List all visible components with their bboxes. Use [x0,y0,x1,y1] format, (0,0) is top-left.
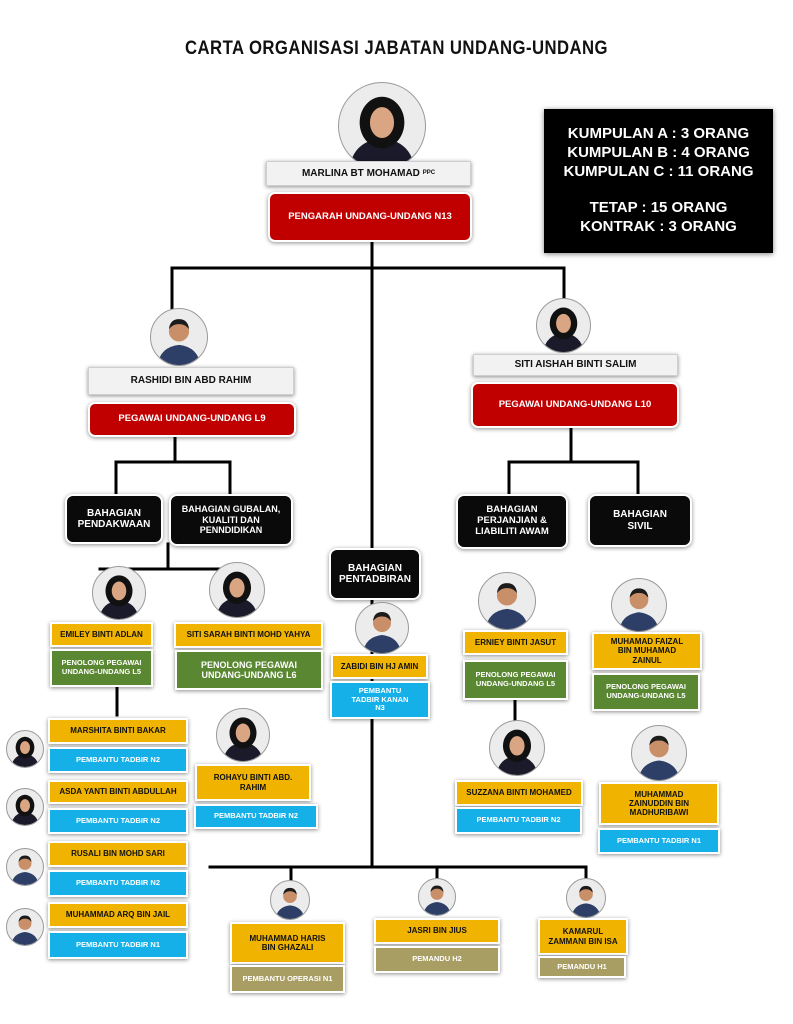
person-silhouette-icon [223,717,263,761]
kamarul-name: KAMARUL ZAMMANI BIN ISA [538,918,628,955]
left-officer-name: RASHIDI BIN ABD RAHIM [88,367,294,395]
person-silhouette-icon [11,915,39,945]
person-silhouette-icon [99,575,139,619]
avatar-erniey [478,572,536,630]
director-name-text: MARLINA BT MOHAMAD [301,167,420,179]
person-silhouette-icon [157,319,201,365]
division-perjanjian: BAHAGIAN PERJANJIAN & LIABILITI AWAM [456,494,568,549]
person-silhouette-icon [11,855,39,885]
avatar-sitisarah [209,562,265,618]
avatar-right-officer [536,298,591,353]
kamarul-position: PEMANDU H1 [538,956,626,978]
stat-kontrak: KONTRAK : 3 ORANG [580,218,737,236]
person-silhouette-icon [216,571,258,617]
avatar-kamarul [566,878,606,918]
person-silhouette-icon [496,729,538,775]
avatar-arq [6,908,44,946]
jasri-name: JASRI BIN JIUS [374,918,500,944]
person-silhouette-icon [11,736,39,767]
haris-name: MUHAMMAD HARIS BIN GHAZALI [230,922,345,964]
avatar-faizal [611,578,667,632]
right-officer-name: SITI AISHAH BINTI SALIM [473,354,678,376]
person-silhouette-icon [619,588,659,631]
zabidi-position: PEMBANTU TADBIR KANAN N3 [330,681,430,719]
rohayu-name: ROHAYU BINTI ABD. RAHIM [195,764,311,801]
jasri-position: PEMANDU H2 [374,946,500,973]
zabidi-name: ZABIDI BIN HJ AMIN [331,654,428,679]
division-sivil: BAHAGIAN SIVIL [588,494,692,547]
division-pendakwaan: BAHAGIAN PENDAKWAAN [65,494,163,544]
division-gubalan: BAHAGIAN GUBALAN, KUALITI DAN PENNDIDIKA… [169,494,293,546]
asda-name: ASDA YANTI BINTI ABDULLAH [48,780,188,804]
avatar-suzzana [489,720,545,776]
marshita-name: MARSHITA BINTI BAKAR [48,718,188,744]
rohayu-position: PEMBANTU TADBIR N2 [194,804,318,829]
director-position: PENGARAH UNDANG-UNDANG N13 [268,192,472,242]
person-silhouette-icon [363,612,401,653]
sitisarah-position: PENOLONG PEGAWAI UNDANG-UNDANG L6 [175,650,323,690]
faizal-position: PENOLONG PEGAWAI UNDANG-UNDANG L5 [592,673,700,711]
person-silhouette-icon [485,583,529,629]
avatar-jasri [418,878,456,916]
director-name: MARLINA BT MOHAMAD PPC [266,161,471,186]
avatar-zainuddin [631,725,687,781]
person-silhouette-icon [638,735,680,780]
person-silhouette-icon [571,885,601,917]
emiley-position: PENOLONG PEGAWAI UNDANG-UNDANG L5 [50,649,153,687]
arq-name: MUHAMMAD ARQ BIN JAIL [48,902,188,928]
stat-kumpulan-c: KUMPULAN C : 11 ORANG [563,162,754,180]
erniey-name: ERNIEY BINTI JASUT [463,630,568,655]
stat-kumpulan-a: KUMPULAN A : 3 ORANG [567,125,750,143]
zainuddin-position: PEMBANTU TADBIR N1 [598,828,720,854]
suzzana-position: PEMBANTU TADBIR N2 [455,807,582,834]
stat-tetap: TETAP : 15 ORANG [589,199,728,217]
staff-summary-panel: KUMPULAN A : 3 ORANG KUMPULAN B : 4 ORAN… [544,109,773,253]
avatar-rusali [6,848,44,886]
avatar-marshita [6,730,44,768]
avatar-emiley [92,566,146,620]
rusali-name: RUSALI BIN MOHD SARI [48,841,188,867]
emiley-name: EMILEY BINTI ADLAN [50,622,153,647]
left-officer-position: PEGAWAI UNDANG-UNDANG L9 [88,402,296,437]
suzzana-name: SUZZANA BINTI MOHAMED [455,780,583,806]
faizal-name: MUHAMAD FAIZAL BIN MUHAMAD ZAINUL [592,632,702,670]
director-suffix: PPC [422,170,436,177]
avatar-director [338,82,426,170]
erniey-position: PENOLONG PEGAWAI UNDANG-UNDANG L5 [463,660,568,700]
haris-position: PEMBANTU OPERASI N1 [230,965,345,993]
avatar-haris [270,880,310,920]
asda-position: PEMBANTU TADBIR N2 [48,808,188,834]
right-officer-position: PEGAWAI UNDANG-UNDANG L10 [471,382,679,428]
avatar-asda [6,788,44,826]
division-pentadbiran: BAHAGIAN PENTADBIRAN [329,548,421,600]
arq-position: PEMBANTU TADBIR N1 [48,931,188,959]
sitisarah-name: SITI SARAH BINTI MOHD YAHYA [174,622,323,648]
person-silhouette-icon [275,887,305,919]
stat-kumpulan-b: KUMPULAN B : 4 ORANG [567,143,750,161]
rusali-position: PEMBANTU TADBIR N2 [48,870,188,897]
person-silhouette-icon [543,307,584,352]
avatar-left-officer [150,308,208,366]
chart-title: CARTA ORGANISASI JABATAN UNDANG-UNDANG [185,38,608,59]
avatar-zabidi [355,602,409,654]
marshita-position: PEMBANTU TADBIR N2 [48,747,188,773]
person-silhouette-icon [349,96,415,169]
avatar-rohayu [216,708,270,762]
person-silhouette-icon [11,794,39,825]
person-silhouette-icon [423,885,451,915]
zainuddin-name: MUHAMMAD ZAINUDDIN BIN MADHURIBAWI [599,782,719,825]
